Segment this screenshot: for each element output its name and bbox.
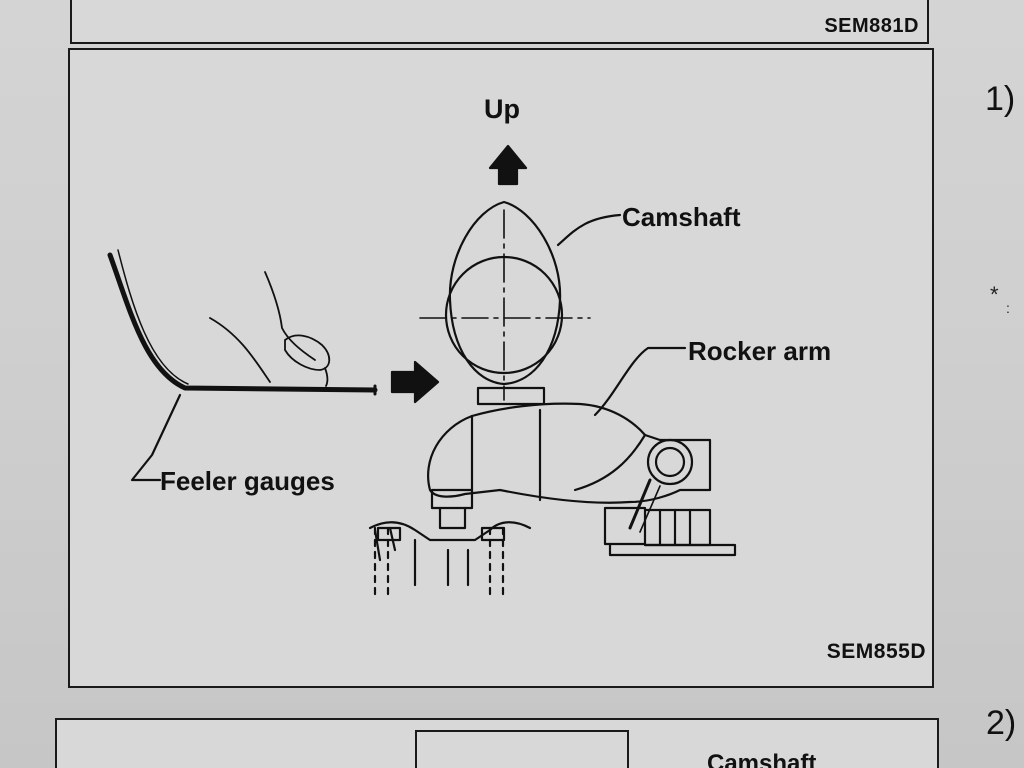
right-arrow-icon (390, 360, 440, 404)
valve-clearance-diagram (107, 144, 737, 597)
dot-mark: : (1006, 300, 1010, 316)
fingers-sketch (209, 271, 331, 387)
step-2-number: 2) (986, 704, 1017, 742)
asterisk-mark: * (990, 282, 999, 307)
feeler-gauge-blade (107, 249, 378, 396)
up-arrow-icon (488, 144, 528, 186)
top-figure-code: SEM881D (824, 15, 919, 37)
label-feeler-gauges: Feeler gauges (160, 466, 335, 496)
main-figure-code: SEM855D (826, 640, 926, 663)
valve-stem-assembly (368, 488, 532, 597)
top-figure-frame: SEM881D (70, 0, 929, 44)
rocker-arm-body (427, 386, 737, 557)
main-figure-frame: Up Camshaft Rocker arm Feeler gauges SEM… (68, 48, 934, 688)
camshaft-lobe (419, 200, 591, 401)
label-rocker-arm: Rocker arm (688, 336, 832, 366)
bottom-figure-frame: Camshaft (55, 718, 939, 768)
bottom-figure-inner-box (415, 730, 629, 768)
step-1-number: 1) (985, 80, 1016, 118)
bottom-label-camshaft: Camshaft (707, 750, 817, 768)
label-camshaft: Camshaft (622, 202, 741, 232)
label-up: Up (484, 94, 520, 124)
